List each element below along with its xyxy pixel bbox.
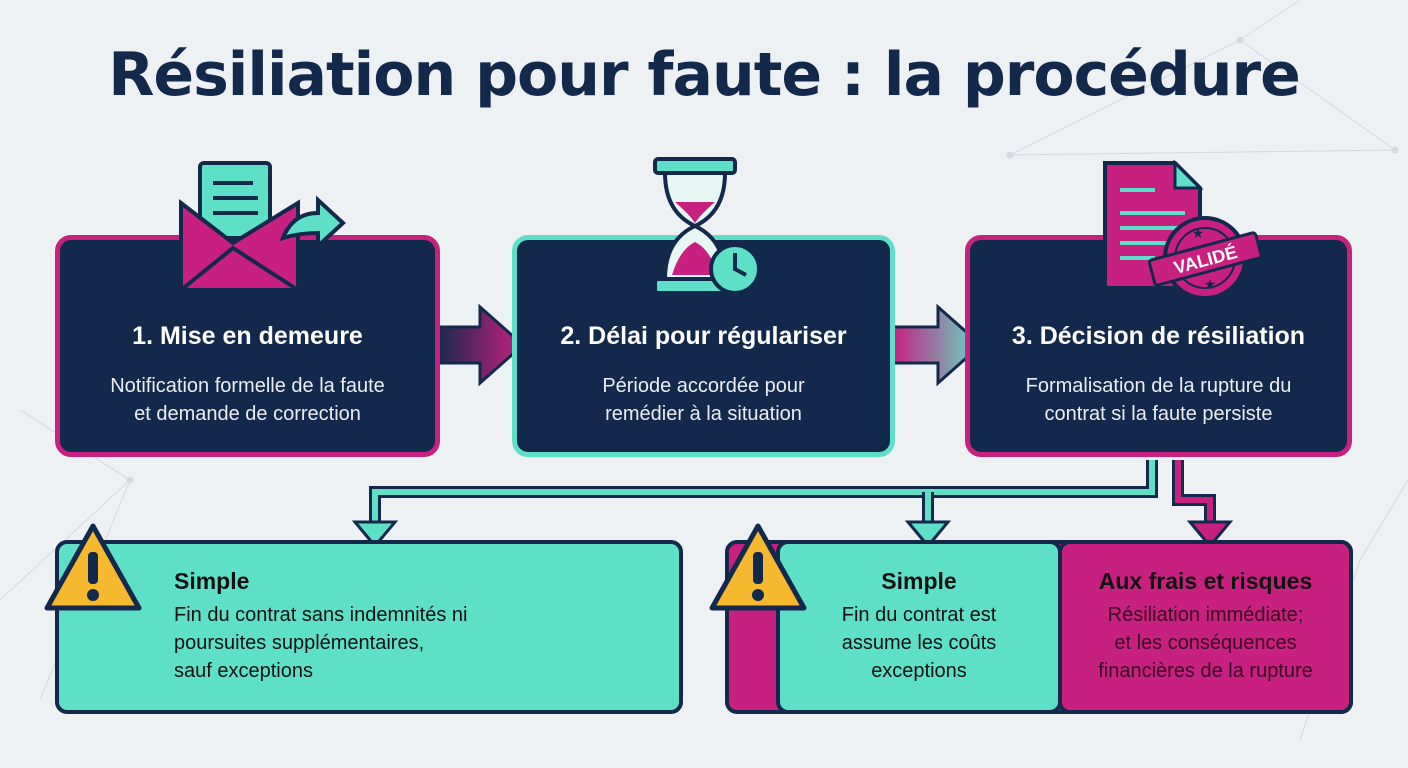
outcome-text: assume les coûts [841,632,997,654]
outcome-text: et les conséquences [1114,632,1297,654]
envelope-icon [179,161,346,292]
step-title: 1. Mise en demeure [132,322,363,350]
validated-document-icon: ★ ★ VALIDÉ [1103,159,1263,300]
svg-text:★: ★ [1204,276,1217,292]
step-description: Période accordée pour [602,375,805,397]
outcome-text: Résiliation immédiate; [1107,604,1304,626]
step-description: Formalisation de la rupture du [1025,375,1292,397]
arrow-step2-to-step3 [891,303,984,387]
warning-icon [709,523,807,611]
warning-icon [44,523,142,611]
outcome-text: Fin du contrat sans indemnités ni [174,604,468,626]
hourglass-icon [653,157,761,295]
arrow-step1-to-step2 [433,303,526,387]
page-title: Résiliation pour faute : la procédure [108,40,1301,110]
outcome-title: Simple [881,568,957,594]
step-title: 2. Délai pour régulariser [560,322,847,350]
outcome-simple-middle: Simple Fin du contrat est assume les coût… [776,540,1062,714]
outcome-simple-left: Simple Fin du contrat sans indemnités ni… [55,540,683,714]
step-description: Notification formelle de la faute [110,375,385,397]
step-description: remédier à la situation [605,403,802,425]
outcome-at-risk: Aux frais et risques Résiliation immédia… [1058,540,1353,714]
step-title: 3. Décision de résiliation [1011,322,1306,350]
outcome-text: sauf exceptions [174,660,313,682]
step-description: contrat si la faute persiste [1044,403,1273,425]
svg-text:★: ★ [1192,225,1205,241]
outcome-title: Aux frais et risques [1098,568,1313,594]
step-description: et demande de correction [134,403,361,425]
outcome-text: Fin du contrat est [841,604,997,626]
outcome-title: Simple [174,568,250,594]
outcome-text: financières de la rupture [1098,660,1313,682]
outcome-text: poursuites supplémentaires, [174,632,425,654]
outcome-text: exceptions [871,660,967,682]
